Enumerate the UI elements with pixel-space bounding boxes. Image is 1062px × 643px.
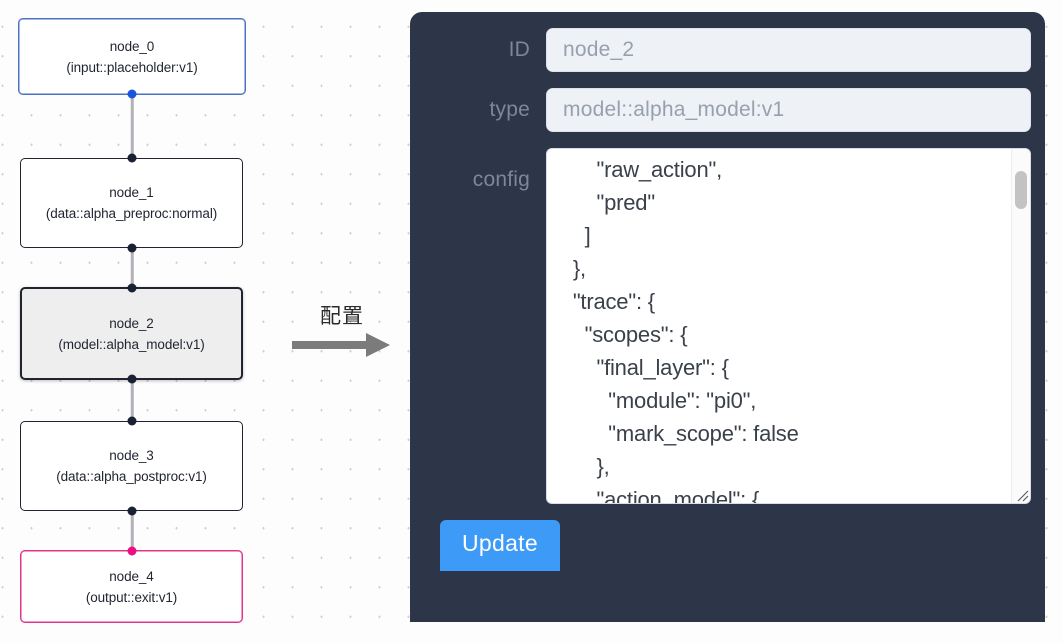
update-button[interactable]: Update — [440, 520, 560, 571]
panel-actions: Update — [424, 520, 1031, 571]
id-input[interactable]: node_2 — [546, 28, 1031, 72]
node-handle-source-node_1[interactable] — [127, 243, 137, 253]
type-label: type — [489, 98, 530, 121]
edge-node0-node1[interactable] — [130, 94, 134, 158]
field-row-type: type model::alpha_model:v1 — [424, 88, 1031, 132]
config-label: config — [472, 168, 530, 191]
node-label: node_4 (output::exit:v1) — [85, 568, 178, 605]
node-label: node_3 (data::alpha_postproc:v1) — [56, 448, 207, 484]
config-textarea-content[interactable]: "raw_action", "pred" ] }, "trace": { "sc… — [572, 157, 799, 503]
node-handle-source-node_2[interactable] — [127, 374, 137, 384]
annotation-config-arrow: 配置 — [288, 300, 396, 363]
graph-node-node_0[interactable]: node_0 (input::placeholder:v1) — [18, 18, 246, 95]
node-label: node_2 (model::alpha_model:v1) — [58, 315, 205, 352]
scrollbar-thumb[interactable] — [1015, 171, 1027, 209]
node-config-panel: ID node_2 type model::alpha_model:v1 con… — [410, 12, 1045, 622]
right-arrow-icon — [288, 332, 396, 363]
graph-node-node_4[interactable]: node_4 (output::exit:v1) — [20, 550, 243, 623]
node-label: node_0 (input::placeholder:v1) — [66, 38, 198, 75]
graph-node-node_1[interactable]: node_1 (data::alpha_preproc:normal) — [20, 158, 243, 248]
edge-node2-node3[interactable] — [130, 379, 134, 421]
edge-node3-node4[interactable] — [130, 511, 134, 551]
node-label: node_1 (data::alpha_preproc:normal) — [45, 185, 218, 221]
config-textarea[interactable]: "raw_action", "pred" ] }, "trace": { "sc… — [546, 148, 1031, 504]
node-handle-source-node_3[interactable] — [127, 506, 137, 516]
graph-node-node_2[interactable]: node_2 (model::alpha_model:v1) — [20, 287, 243, 380]
graph-node-node_3[interactable]: node_3 (data::alpha_postproc:v1) — [20, 421, 243, 511]
id-label: ID — [508, 38, 530, 61]
node-handle-target-node_4[interactable] — [127, 546, 137, 556]
node-handle-target-node_1[interactable] — [127, 153, 137, 163]
type-input[interactable]: model::alpha_model:v1 — [546, 88, 1031, 132]
field-row-config: config "raw_action", "pred" ] }, "trace"… — [424, 148, 1031, 504]
node-handle-source-node_0[interactable] — [127, 89, 137, 99]
resize-grip-icon[interactable] — [1013, 486, 1029, 502]
edge-node1-node2[interactable] — [130, 248, 134, 288]
vertical-scrollbar[interactable] — [1011, 149, 1030, 503]
node-handle-target-node_2[interactable] — [127, 283, 137, 293]
field-row-id: ID node_2 — [424, 28, 1031, 72]
annotation-label: 配置 — [320, 304, 364, 328]
node-handle-target-node_3[interactable] — [127, 416, 137, 426]
